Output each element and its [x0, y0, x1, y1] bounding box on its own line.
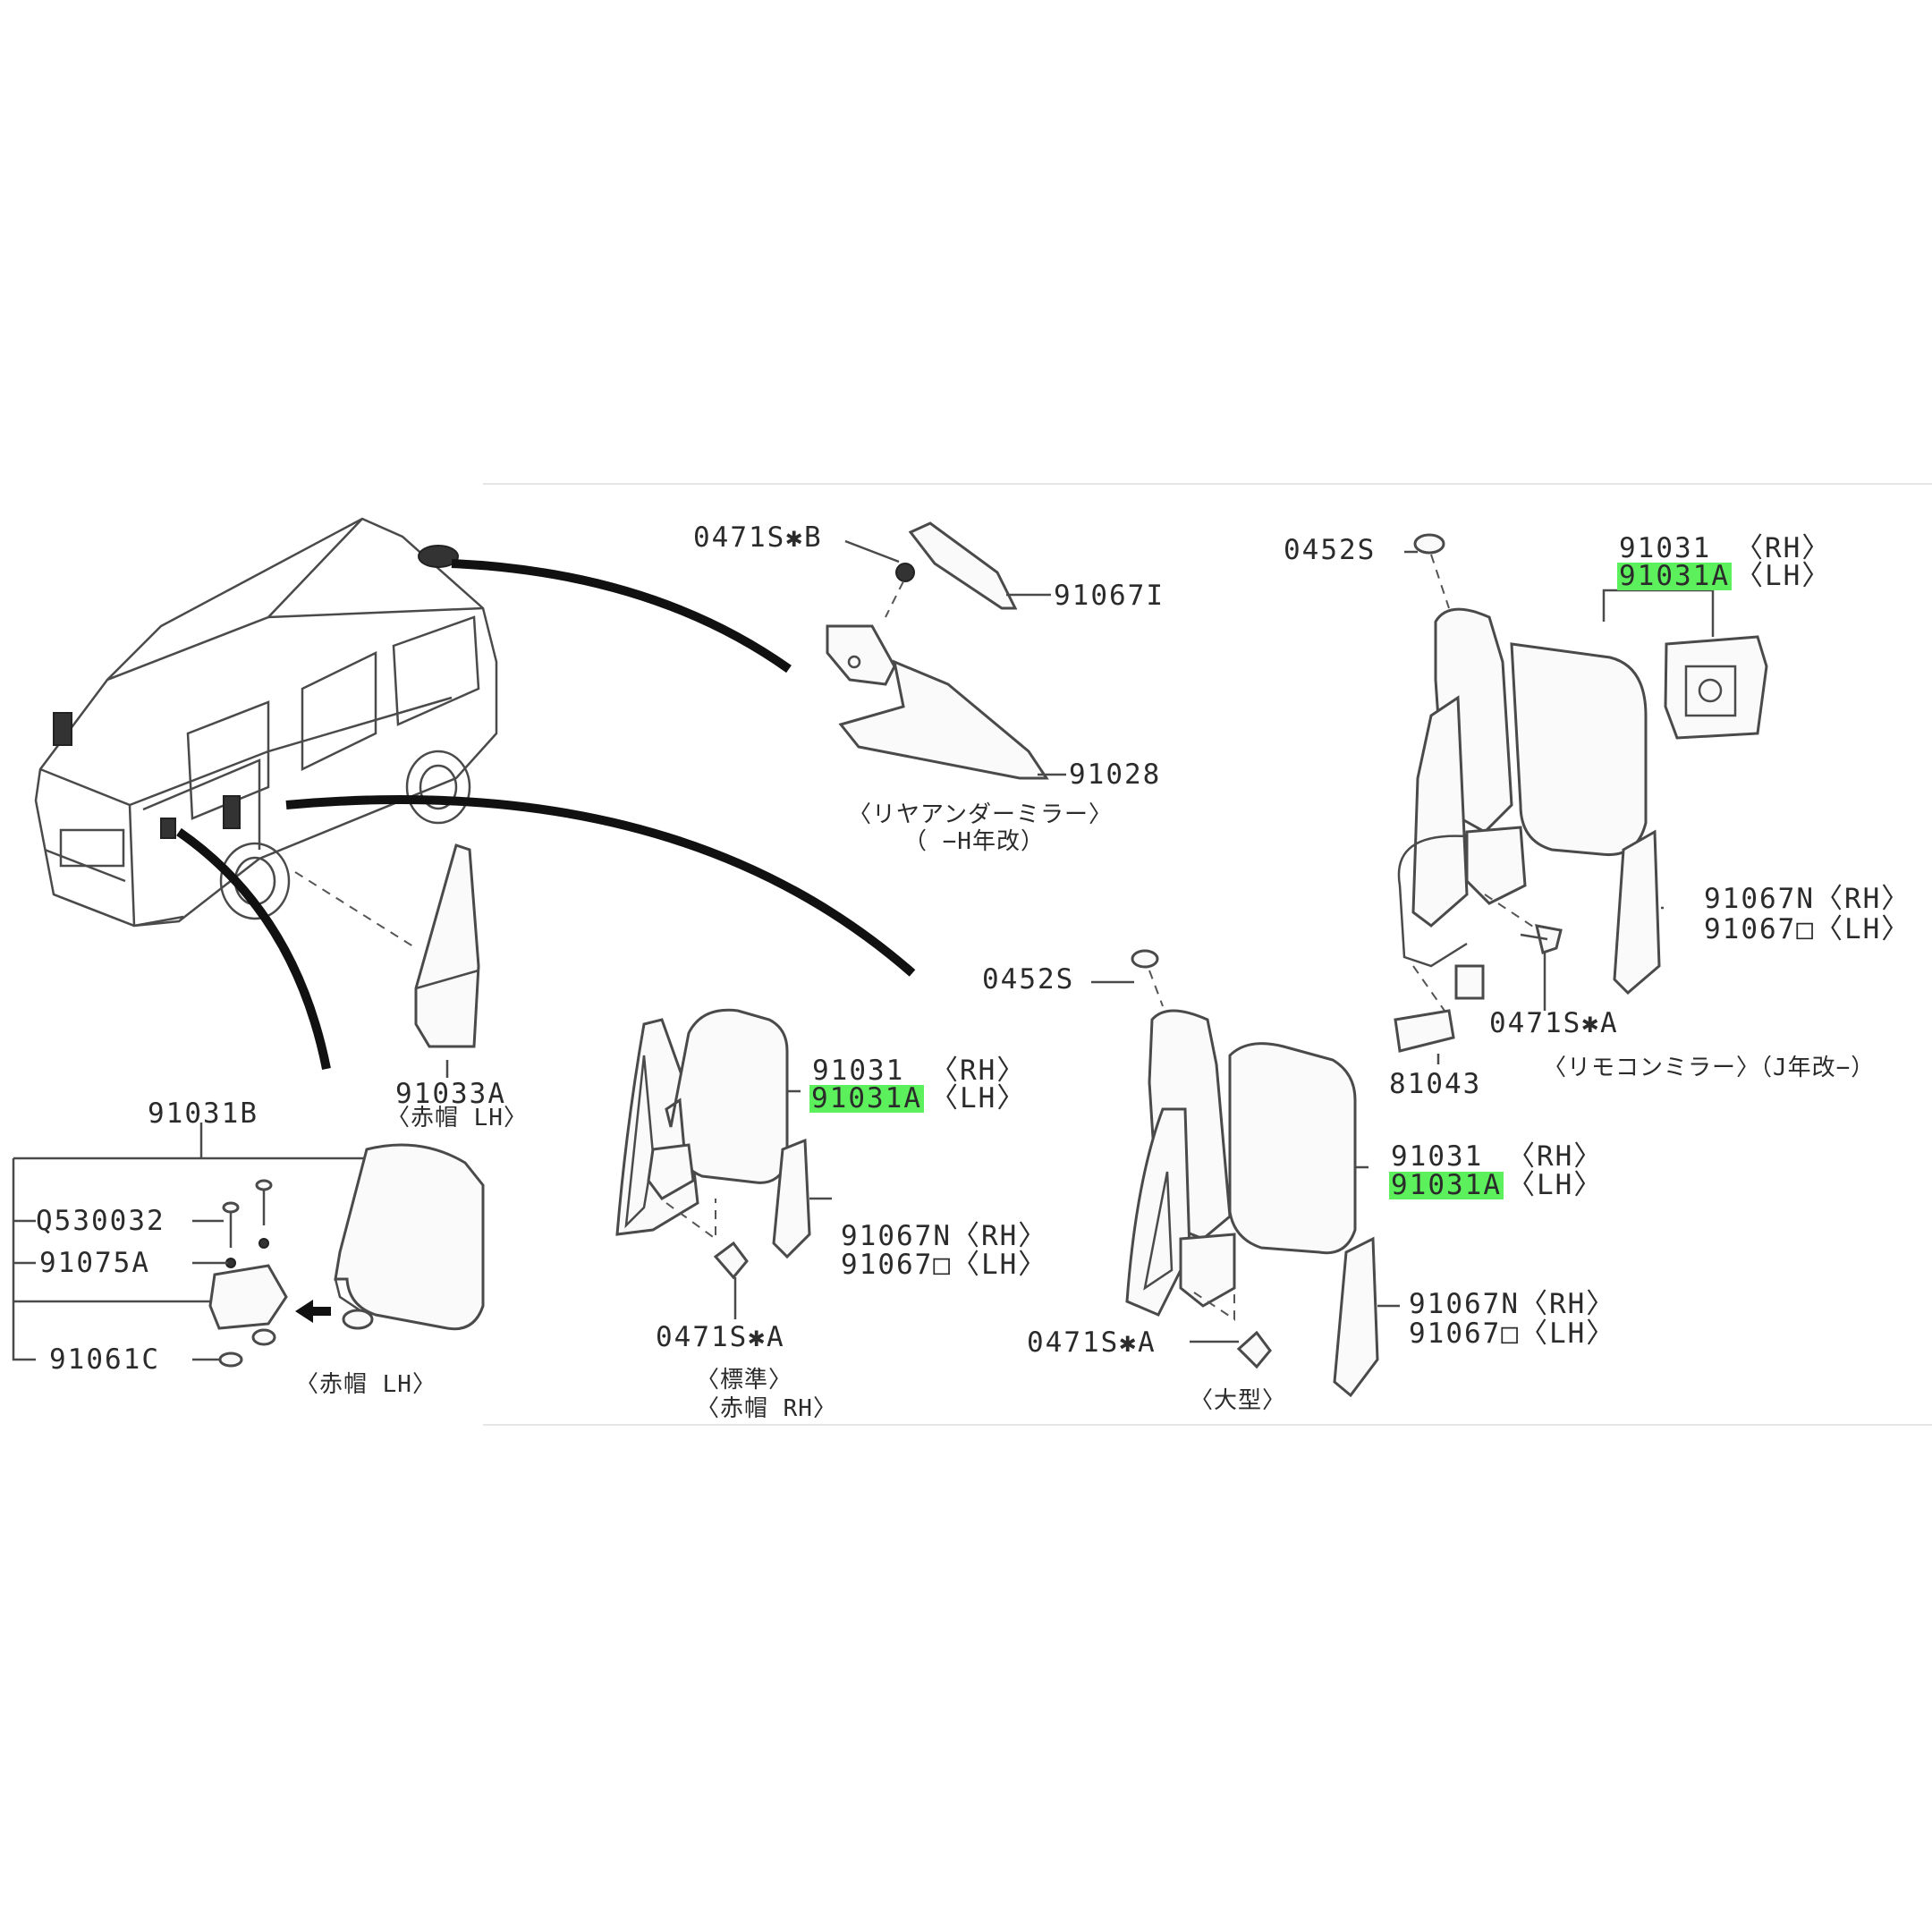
label-0452S-top: 0452S [1284, 534, 1377, 566]
label-91031B: 91031B [148, 1097, 258, 1130]
rear-under-mirror-part [826, 521, 1066, 780]
label-81043: 81043 [1389, 1068, 1482, 1100]
label-91031-rh-top: 91031 [1619, 532, 1712, 564]
label-91067O-top: 91067□〈LH〉 [1704, 913, 1911, 945]
van-mirror-rear [418, 545, 459, 568]
van-illustration [34, 517, 498, 928]
label-91031-lg: 91031 [1391, 1140, 1484, 1173]
caption-akabo-lh-91033A: 〈赤帽 LH〉 [386, 1105, 528, 1131]
label-rh-top: 〈RH〉 [1735, 532, 1832, 564]
label-91067O-mid: 91067□〈LH〉 [841, 1249, 1048, 1281]
mirror-91031B-assembly [12, 1123, 485, 1368]
label-91031A-top: 91031A [1617, 560, 1732, 592]
label-lh-mid: 〈LH〉 [930, 1082, 1027, 1114]
caption-remocon-mirror: 〈リモコンミラー〉（J年改−） [1543, 1055, 1876, 1081]
mirror-large-assembly [1091, 949, 1400, 1398]
caption-large: 〈大型〉 [1190, 1387, 1287, 1414]
label-91067N-lg: 91067N〈RH〉 [1409, 1288, 1616, 1320]
caption-akabo-lh: 〈赤帽 LH〉 [295, 1371, 436, 1398]
label-91031-mid: 91031 [812, 1055, 905, 1087]
label-lh-top: 〈LH〉 [1735, 560, 1832, 592]
caption-standard: 〈標準〉 [696, 1367, 793, 1394]
label-0452S-mid: 0452S [982, 963, 1075, 996]
label-0471S-A-lg: 0471S✱A [1027, 1326, 1157, 1359]
arrow-icon [295, 1300, 331, 1323]
label-Q530032: Q530032 [36, 1205, 165, 1237]
label-91067N-top: 91067N〈RH〉 [1704, 883, 1911, 915]
label-lh-lg: 〈LH〉 [1507, 1169, 1604, 1201]
caption-rear-under-mirror: 〈リヤアンダーミラー〉 [848, 801, 1113, 828]
mirror-91033A-part [294, 843, 480, 1078]
label-91067I: 91067I [1054, 580, 1165, 612]
van-mirror-side [223, 795, 241, 829]
label-91067N-mid: 91067N〈RH〉 [841, 1220, 1048, 1252]
label-91033A: 91033A [395, 1078, 506, 1110]
caption-akabo-rh: 〈赤帽 RH〉 [696, 1395, 837, 1422]
label-91061C: 91061C [49, 1343, 160, 1376]
mirror-standard-assembly [615, 1008, 832, 1319]
label-0471S-B: 0471S✱B [693, 521, 823, 554]
label-rh-lg: 〈RH〉 [1507, 1140, 1604, 1173]
label-91075A: 91075A [39, 1247, 150, 1279]
label-91067O-lg: 91067□〈LH〉 [1409, 1318, 1616, 1350]
caption-rear-under-mirror-note: （ −H年改） [903, 828, 1045, 855]
label-rh-mid: 〈RH〉 [930, 1055, 1027, 1087]
label-91028: 91028 [1069, 758, 1162, 791]
label-91031A-lg: 91031A [1389, 1169, 1504, 1201]
label-0471S-A-mid: 0471S✱A [656, 1321, 785, 1353]
van-mirror-front [53, 712, 72, 746]
label-0471S-A-top: 0471S✱A [1489, 1007, 1619, 1039]
remocon-mirror-part [1394, 533, 1768, 1064]
label-91031A-mid: 91031A [809, 1082, 924, 1114]
